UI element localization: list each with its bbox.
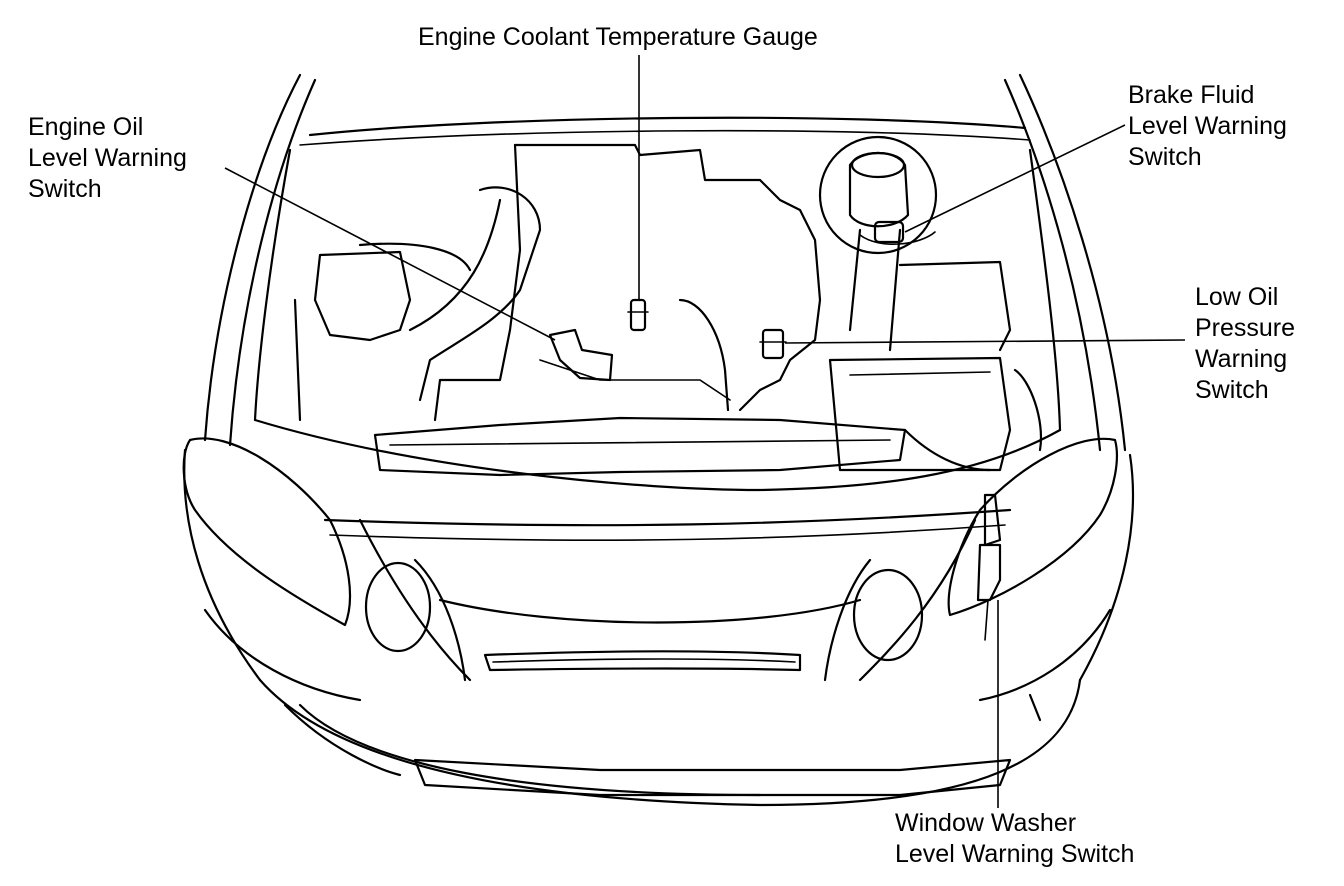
label-low-oil-pressure-warning-switch: Low Oil Pressure Warning Switch [1195, 283, 1296, 404]
label-engine-oil-level-warning-switch: Engine Oil Level Warning Switch [28, 113, 187, 203]
car-body [183, 73, 1135, 807]
label-brake-fluid-level-warning-switch: Brake Fluid Level Warning Switch [1128, 81, 1287, 171]
low-oil-sensor [759, 328, 787, 360]
right-headlight [823, 437, 1118, 682]
brake-fluid-sensor [873, 220, 905, 244]
label-window-washer-level-warning-switch: Window Washer Level Warning Switch [895, 809, 1135, 868]
oil-level-sensor [548, 328, 614, 382]
left-headlight [182, 437, 467, 682]
coolant-sensor [627, 298, 649, 332]
leader-lines [224, 55, 1186, 808]
label-engine-coolant-temperature-gauge: Engine Coolant Temperature Gauge [418, 23, 818, 51]
